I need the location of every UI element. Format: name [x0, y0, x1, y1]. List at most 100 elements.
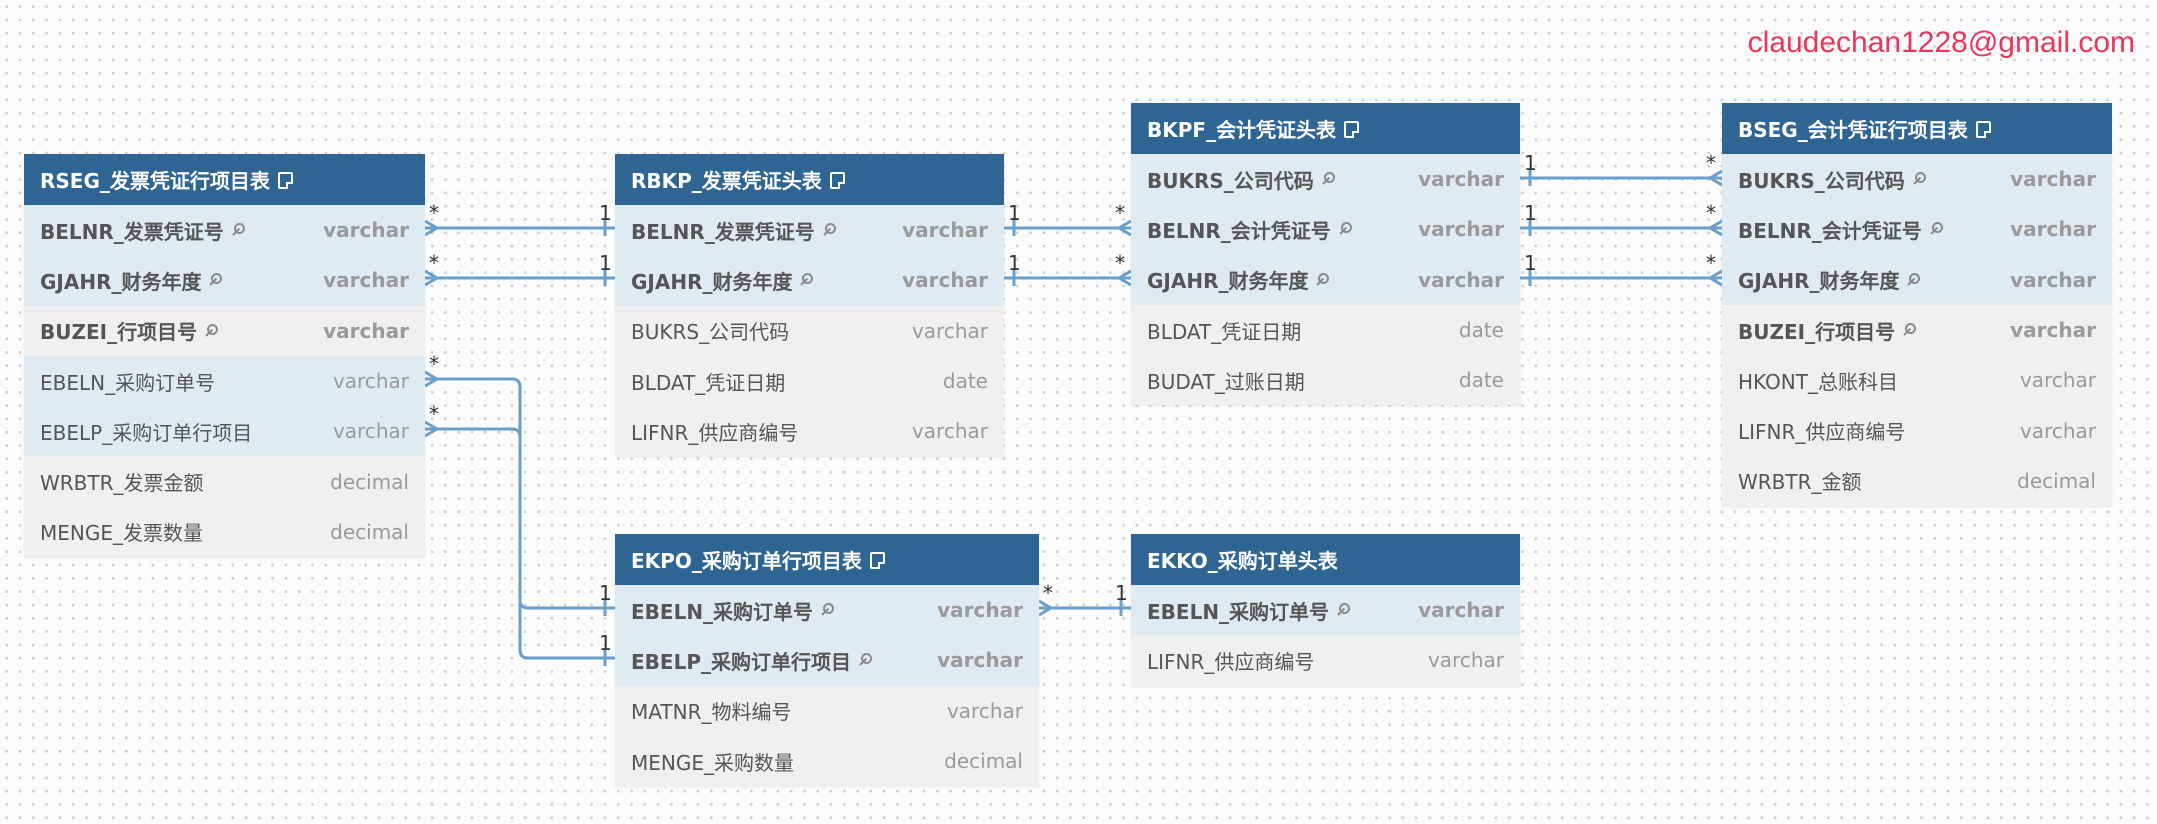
field-name: BELNR_会计凭证号: [1147, 218, 1331, 243]
field-type: varchar: [1418, 267, 1504, 292]
field-row-bkpf-belnr[interactable]: BELNR_会计凭证号 varchar: [1131, 204, 1520, 255]
watermark-email: claudechan1228@gmail.com: [1747, 26, 2135, 59]
field-type: decimal: [944, 749, 1023, 774]
field-type: date: [1458, 318, 1504, 343]
table-header-ekpo[interactable]: EKPO_采购订单行项目表: [615, 534, 1039, 585]
field-name: BLDAT_凭证日期: [631, 370, 786, 395]
field-type: varchar: [1418, 167, 1504, 192]
relationship-line: [425, 427, 615, 660]
field-name: BLDAT_凭证日期: [1147, 319, 1302, 344]
field-type: varchar: [323, 218, 409, 243]
field-type: decimal: [330, 519, 409, 544]
key-icon: [204, 323, 219, 338]
table-header-rseg[interactable]: RSEG_发票凭证行项目表: [24, 154, 425, 205]
table-title-bseg: BSEG_会计凭证行项目表: [1738, 118, 1968, 142]
field-type: varchar: [911, 419, 988, 444]
cardinality-label: 1: [1008, 251, 1021, 275]
field-type: varchar: [1418, 217, 1504, 242]
crowfoot-many-marker: [1118, 269, 1132, 287]
note-icon[interactable]: [277, 172, 293, 189]
field-name: MENGE_发票数量: [40, 521, 203, 546]
table-header-bkpf[interactable]: BKPF_会计凭证头表: [1131, 103, 1520, 154]
crowfoot-many-marker: [1038, 599, 1052, 617]
key-icon: [231, 223, 245, 237]
crowfoot-many-marker: [424, 420, 438, 438]
field-row-rseg-menge[interactable]: MENGE_发票数量 decimal: [24, 506, 425, 558]
field-row-bkpf-bukrs[interactable]: BUKRS_公司代码 varchar: [1131, 154, 1520, 205]
table-title-ekko: EKKO_采购订单头表: [1147, 549, 1338, 573]
note-icon[interactable]: [1975, 121, 1991, 138]
key-icon: [1315, 272, 1330, 287]
field-name: BUZEI_行项目号: [1738, 319, 1896, 344]
note-icon[interactable]: [829, 172, 845, 189]
key-icon: [1906, 272, 1921, 287]
cardinality-label: *: [1706, 201, 1716, 225]
cardinality-label: *: [1115, 201, 1125, 225]
crowfoot-many-marker: [1709, 219, 1723, 237]
field-row-rbkp-bukrs[interactable]: BUKRS_公司代码 varchar: [615, 305, 1004, 356]
table-header-ekko[interactable]: EKKO_采购订单头表: [1131, 534, 1520, 585]
field-row-rbkp-lifnr[interactable]: LIFNR_供应商编号 varchar: [615, 406, 1004, 457]
field-name: LIFNR_供应商编号: [631, 420, 799, 445]
key-icon: [1902, 323, 1917, 337]
cardinality-label: 1: [1524, 201, 1537, 225]
table-header-rbkp[interactable]: RBKP_发票凭证头表: [615, 154, 1004, 205]
field-type: varchar: [1427, 648, 1504, 673]
field-type: varchar: [323, 318, 409, 343]
field-type: varchar: [937, 648, 1023, 673]
field-name: BUKRS_公司代码: [1738, 168, 1905, 193]
table-header-bseg[interactable]: BSEG_会计凭证行项目表: [1722, 103, 2112, 154]
field-type: varchar: [911, 318, 988, 343]
crowfoot-many-marker: [1709, 269, 1723, 287]
cardinality-label: *: [429, 402, 439, 426]
field-row-bkpf-bldat[interactable]: BLDAT_凭证日期 date: [1131, 304, 1520, 356]
note-icon[interactable]: [1344, 121, 1360, 138]
field-type: varchar: [2010, 267, 2096, 292]
field-type: varchar: [902, 268, 988, 293]
field-type: date: [1458, 368, 1504, 393]
field-name: BUKRS_公司代码: [1147, 168, 1314, 193]
field-name: BELNR_发票凭证号: [631, 219, 815, 244]
field-type: varchar: [2010, 217, 2096, 242]
cardinality-label: *: [429, 251, 439, 275]
field-name: WRBTR_发票金额: [40, 471, 204, 496]
cardinality-label: *: [429, 352, 439, 376]
note-icon[interactable]: [869, 552, 885, 569]
crowfoot-many-marker: [424, 219, 438, 237]
key-icon: [822, 223, 836, 237]
field-name: GJAHR_财务年度: [40, 269, 202, 294]
key-icon: [820, 603, 835, 617]
field-name: BUKRS_公司代码: [631, 320, 790, 345]
